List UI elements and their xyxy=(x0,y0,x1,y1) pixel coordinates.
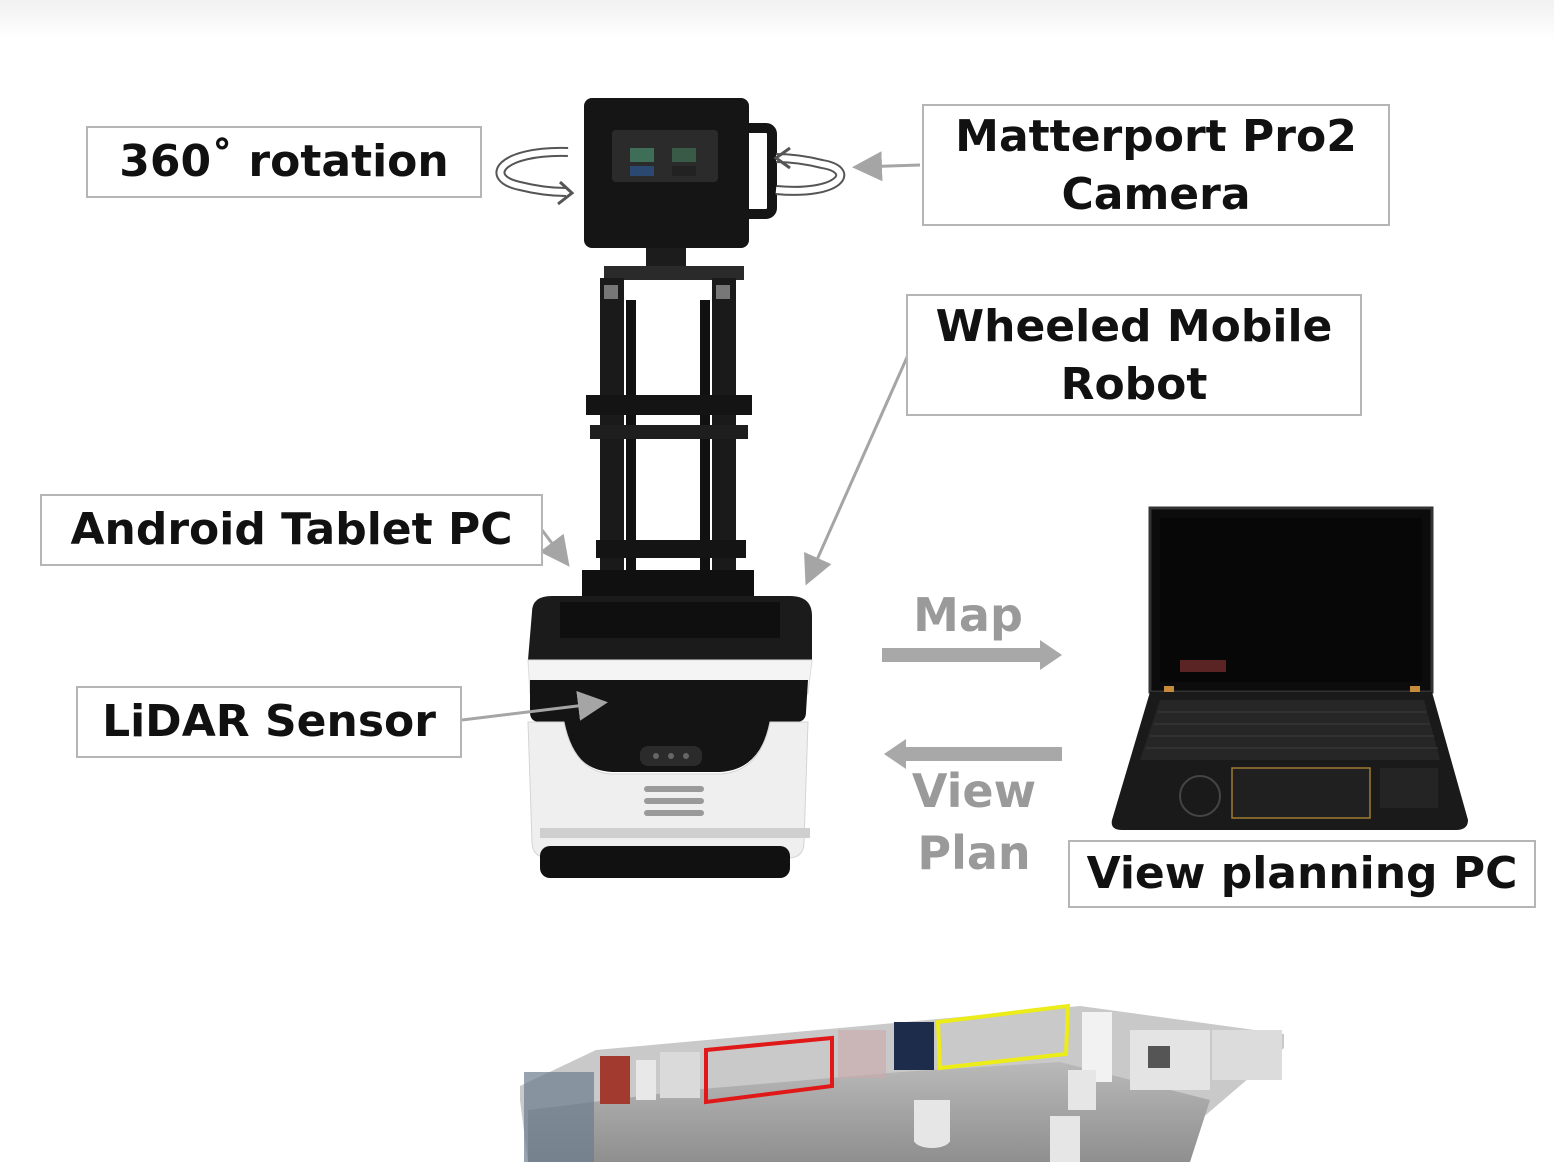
map-label: Map xyxy=(900,584,1036,646)
lidar-label: LiDAR Sensor xyxy=(76,686,462,758)
pc-text: View planning PC xyxy=(1086,848,1518,899)
camera-text-line1: Matterport Pro2 xyxy=(955,111,1357,162)
yellow-highlight-box xyxy=(935,1003,1071,1071)
map-arrow xyxy=(882,640,1062,670)
camera-text-line2: Camera xyxy=(1061,169,1251,220)
view-plan-arrow xyxy=(884,739,1062,769)
rotation-label: 360˚ rotation xyxy=(86,126,482,198)
view-plan-text-line2: Plan xyxy=(917,826,1031,880)
map-text: Map xyxy=(913,588,1023,642)
camera-label: Matterport Pro2 Camera xyxy=(922,104,1390,226)
robot-text-line2: Robot xyxy=(1060,359,1208,410)
camera-body xyxy=(584,98,777,280)
robot-label: Wheeled Mobile Robot xyxy=(906,294,1362,416)
lidar-text: LiDAR Sensor xyxy=(102,696,436,747)
red-highlight-box xyxy=(704,1035,834,1105)
tablet-text: Android Tablet PC xyxy=(70,504,513,555)
view-plan-label: View Plan xyxy=(896,760,1052,884)
rotation-arrows xyxy=(495,146,846,206)
rotation-text: 360˚ rotation xyxy=(119,136,449,187)
robot-text-line1: Wheeled Mobile xyxy=(935,301,1333,352)
point-cloud-map xyxy=(520,1003,1284,1162)
laptop-illustration xyxy=(1111,506,1468,830)
robot-illustration xyxy=(527,98,813,878)
callout-lines xyxy=(461,151,921,722)
robot-frame xyxy=(582,278,754,608)
top-fade xyxy=(0,0,1554,40)
pc-label: View planning PC xyxy=(1068,840,1536,908)
view-plan-text-line1: View xyxy=(911,764,1037,818)
robot-base xyxy=(527,596,813,878)
tablet-label: Android Tablet PC xyxy=(40,494,543,566)
